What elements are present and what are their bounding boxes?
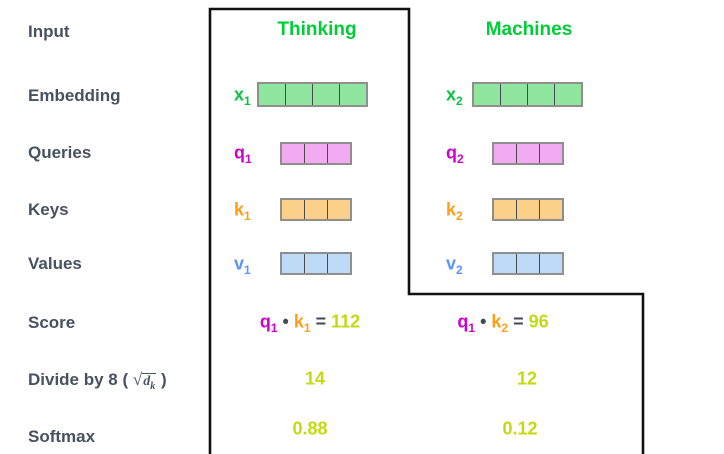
equals-sign: = [315, 311, 327, 332]
vector-cell [313, 84, 340, 105]
dot-operator: • [480, 311, 487, 332]
row-label-softmax: Softmax [28, 427, 96, 446]
vector-cell [328, 254, 350, 273]
vector-cell [282, 200, 305, 219]
vector-cell [494, 254, 517, 273]
softmax-value-1: 0.88 [292, 418, 328, 439]
vector-cell [340, 84, 366, 105]
vector-cell [282, 254, 305, 273]
row-label-input: Input [28, 22, 70, 41]
vector-label-k2: k2 [446, 199, 463, 224]
vector-cell [305, 144, 328, 163]
divided-value-2: 12 [516, 368, 538, 389]
vector-label-v1: v1 [234, 253, 251, 278]
vector-cell [305, 254, 328, 273]
vector-cell [501, 84, 528, 105]
vector-cell [555, 84, 581, 105]
vector-label-x2: x2 [446, 84, 463, 109]
column-header-thinking: Thinking [277, 19, 357, 40]
radical-symbol: √ [132, 370, 143, 389]
divide-label-prefix: Divide by 8 ( [28, 370, 129, 389]
row-label-values: Values [28, 254, 82, 273]
vector-label-k1: k1 [234, 199, 251, 224]
radicand-base: d [143, 374, 151, 389]
score1-result: 112 [331, 311, 361, 332]
vector-cell [494, 200, 517, 219]
vector-cell [540, 254, 562, 273]
row-label-queries: Queries [28, 143, 92, 162]
vector-cell [494, 144, 517, 163]
vector-label-q1: q1 [234, 142, 252, 167]
vector-cell [540, 200, 562, 219]
score2-result: 96 [528, 311, 549, 332]
key-vector-k2 [492, 198, 564, 221]
divided-value-1: 14 [304, 368, 326, 389]
sqrt-dk-expression: √dk [132, 370, 157, 392]
value-vector-v2 [492, 252, 564, 275]
vector-cell [517, 144, 540, 163]
column-header-machines: Machines [485, 19, 573, 40]
vector-cell [517, 200, 540, 219]
vector-label-x1: x1 [234, 84, 251, 109]
vector-cell [328, 144, 350, 163]
vector-cell [474, 84, 501, 105]
vector-cell [328, 200, 350, 219]
divide-label-suffix: ) [160, 370, 167, 389]
query-vector-q1 [280, 142, 352, 165]
score-equation-1: q1•k1=112 [259, 311, 361, 336]
query-vector-q2 [492, 142, 564, 165]
key-vector-k1 [280, 198, 352, 221]
softmax-value-2: 0.12 [502, 418, 538, 439]
vector-label-q2: q2 [446, 142, 464, 167]
row-label-keys: Keys [28, 200, 69, 219]
vector-cell [540, 144, 562, 163]
radicand-subscript: k [150, 380, 156, 392]
vector-cell [286, 84, 313, 105]
vector-cell [259, 84, 286, 105]
radicand: dk [142, 373, 157, 392]
row-label-score: Score [28, 313, 76, 332]
embedding-vector-x1 [257, 82, 368, 107]
equals-sign: = [513, 311, 524, 332]
score1-k-term: k1 [293, 311, 311, 336]
vector-label-v2: v2 [446, 253, 463, 278]
vector-cell [305, 200, 328, 219]
row-label-divide: Divide by 8 ( √dk ) [28, 370, 167, 392]
vector-cell [517, 254, 540, 273]
vector-cell [282, 144, 305, 163]
score2-q-term: q1 [457, 311, 476, 336]
score1-q-term: q1 [259, 311, 278, 336]
vector-cell [528, 84, 555, 105]
score2-k-term: k2 [491, 311, 509, 336]
dot-operator: • [282, 311, 289, 332]
value-vector-v1 [280, 252, 352, 275]
embedding-vector-x2 [472, 82, 583, 107]
row-label-embedding: Embedding [28, 86, 121, 105]
score-equation-2: q1•k2=96 [457, 311, 549, 336]
